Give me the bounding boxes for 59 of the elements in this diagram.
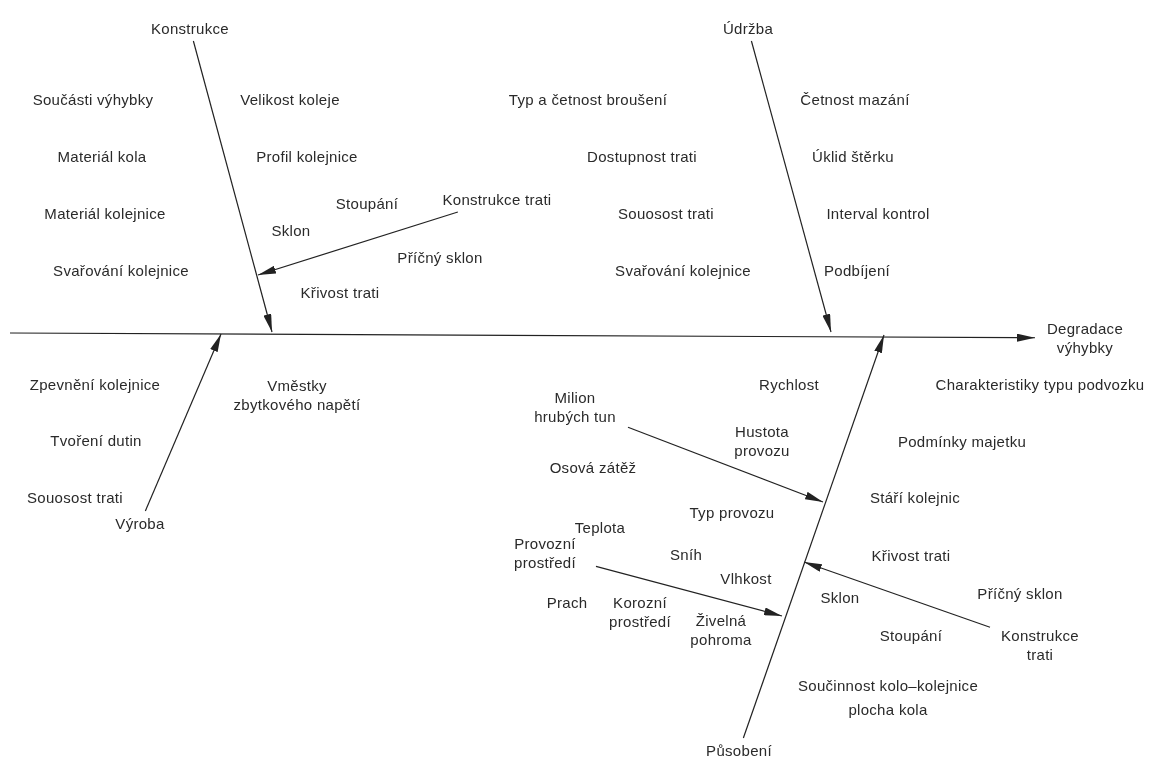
arrow bbox=[803, 561, 991, 628]
factor-label: plocha kola bbox=[847, 699, 929, 719]
factor-label: Stáří kolejnic bbox=[868, 487, 962, 507]
factor-label: Rychlost bbox=[758, 374, 820, 394]
factor-label: Hustota provozu bbox=[733, 422, 791, 460]
factor-label: Svařování kolejnice bbox=[52, 260, 190, 280]
factor-label: Profil kolejnice bbox=[255, 146, 359, 166]
factor-label: Sklon bbox=[270, 220, 312, 240]
factor-label: Četnost mazání bbox=[799, 89, 911, 109]
factor-label: Úklid štěrku bbox=[811, 146, 895, 166]
factor-label: Křivost trati bbox=[870, 545, 952, 565]
factor-label: Materiál kola bbox=[56, 146, 148, 166]
cause-label: Údržba bbox=[713, 18, 783, 38]
cause-label: Výroba bbox=[105, 513, 175, 533]
factor-label: Korozní prostředí bbox=[608, 593, 672, 631]
cause-label: Provozní prostředí bbox=[497, 534, 593, 572]
factor-label: Stoupání bbox=[878, 625, 944, 645]
factor-label: Interval kontrol bbox=[825, 203, 931, 223]
factor-label: Příčný sklon bbox=[396, 247, 484, 267]
factor-label: Svařování kolejnice bbox=[614, 260, 752, 280]
cause-label: Působení bbox=[699, 740, 779, 760]
factor-label: Teplota bbox=[573, 517, 627, 537]
arrow bbox=[257, 211, 459, 276]
cause-label: Konstrukce trati bbox=[992, 626, 1088, 664]
factor-label: Příčný sklon bbox=[976, 583, 1064, 603]
factor-label: Dostupnost trati bbox=[586, 146, 698, 166]
factor-label: Vlhkost bbox=[719, 568, 773, 588]
factor-label: Osová zátěž bbox=[548, 457, 638, 477]
factor-label: Živelná pohroma bbox=[689, 611, 753, 649]
factor-label: Typ a četnost broušení bbox=[507, 89, 669, 109]
arrow bbox=[595, 565, 783, 617]
arrow bbox=[742, 334, 885, 739]
factor-label: Souosost trati bbox=[26, 487, 124, 507]
factor-label: Křivost trati bbox=[299, 282, 381, 302]
cause-label: Konstrukce bbox=[145, 18, 235, 38]
factor-label: Zpevnění kolejnice bbox=[28, 374, 162, 394]
arrow bbox=[192, 40, 273, 333]
factor-label: Podbíjení bbox=[822, 260, 892, 280]
arrow bbox=[750, 40, 832, 333]
factor-label: Sklon bbox=[819, 587, 861, 607]
cause-label: Konstrukce trati bbox=[429, 189, 565, 209]
factor-label: Sníh bbox=[668, 544, 704, 564]
factor-label: Velikost koleje bbox=[239, 89, 341, 109]
factor-label: Součinnost kolo–kolejnice bbox=[796, 675, 980, 695]
arrow bbox=[627, 426, 824, 503]
factor-label: Typ provozu bbox=[688, 502, 776, 522]
factor-label: Souosost trati bbox=[617, 203, 715, 223]
factor-label: Tvoření dutin bbox=[49, 430, 143, 450]
cause-label: Milion hrubých tun bbox=[525, 388, 625, 426]
factor-label: Podmínky majetku bbox=[896, 431, 1028, 451]
factor-label: Součásti výhybky bbox=[31, 89, 155, 109]
effect-label: Degradace výhybky bbox=[1037, 319, 1133, 357]
factor-label: Prach bbox=[545, 592, 589, 612]
factor-label: Charakteristiky typu podvozku bbox=[934, 374, 1146, 394]
factor-label: Stoupání bbox=[334, 193, 400, 213]
factor-label: Materiál kolejnice bbox=[43, 203, 167, 223]
arrow bbox=[9, 332, 1036, 342]
factor-label: Vměstky zbytkového napětí bbox=[232, 376, 362, 414]
arrow bbox=[144, 333, 222, 512]
